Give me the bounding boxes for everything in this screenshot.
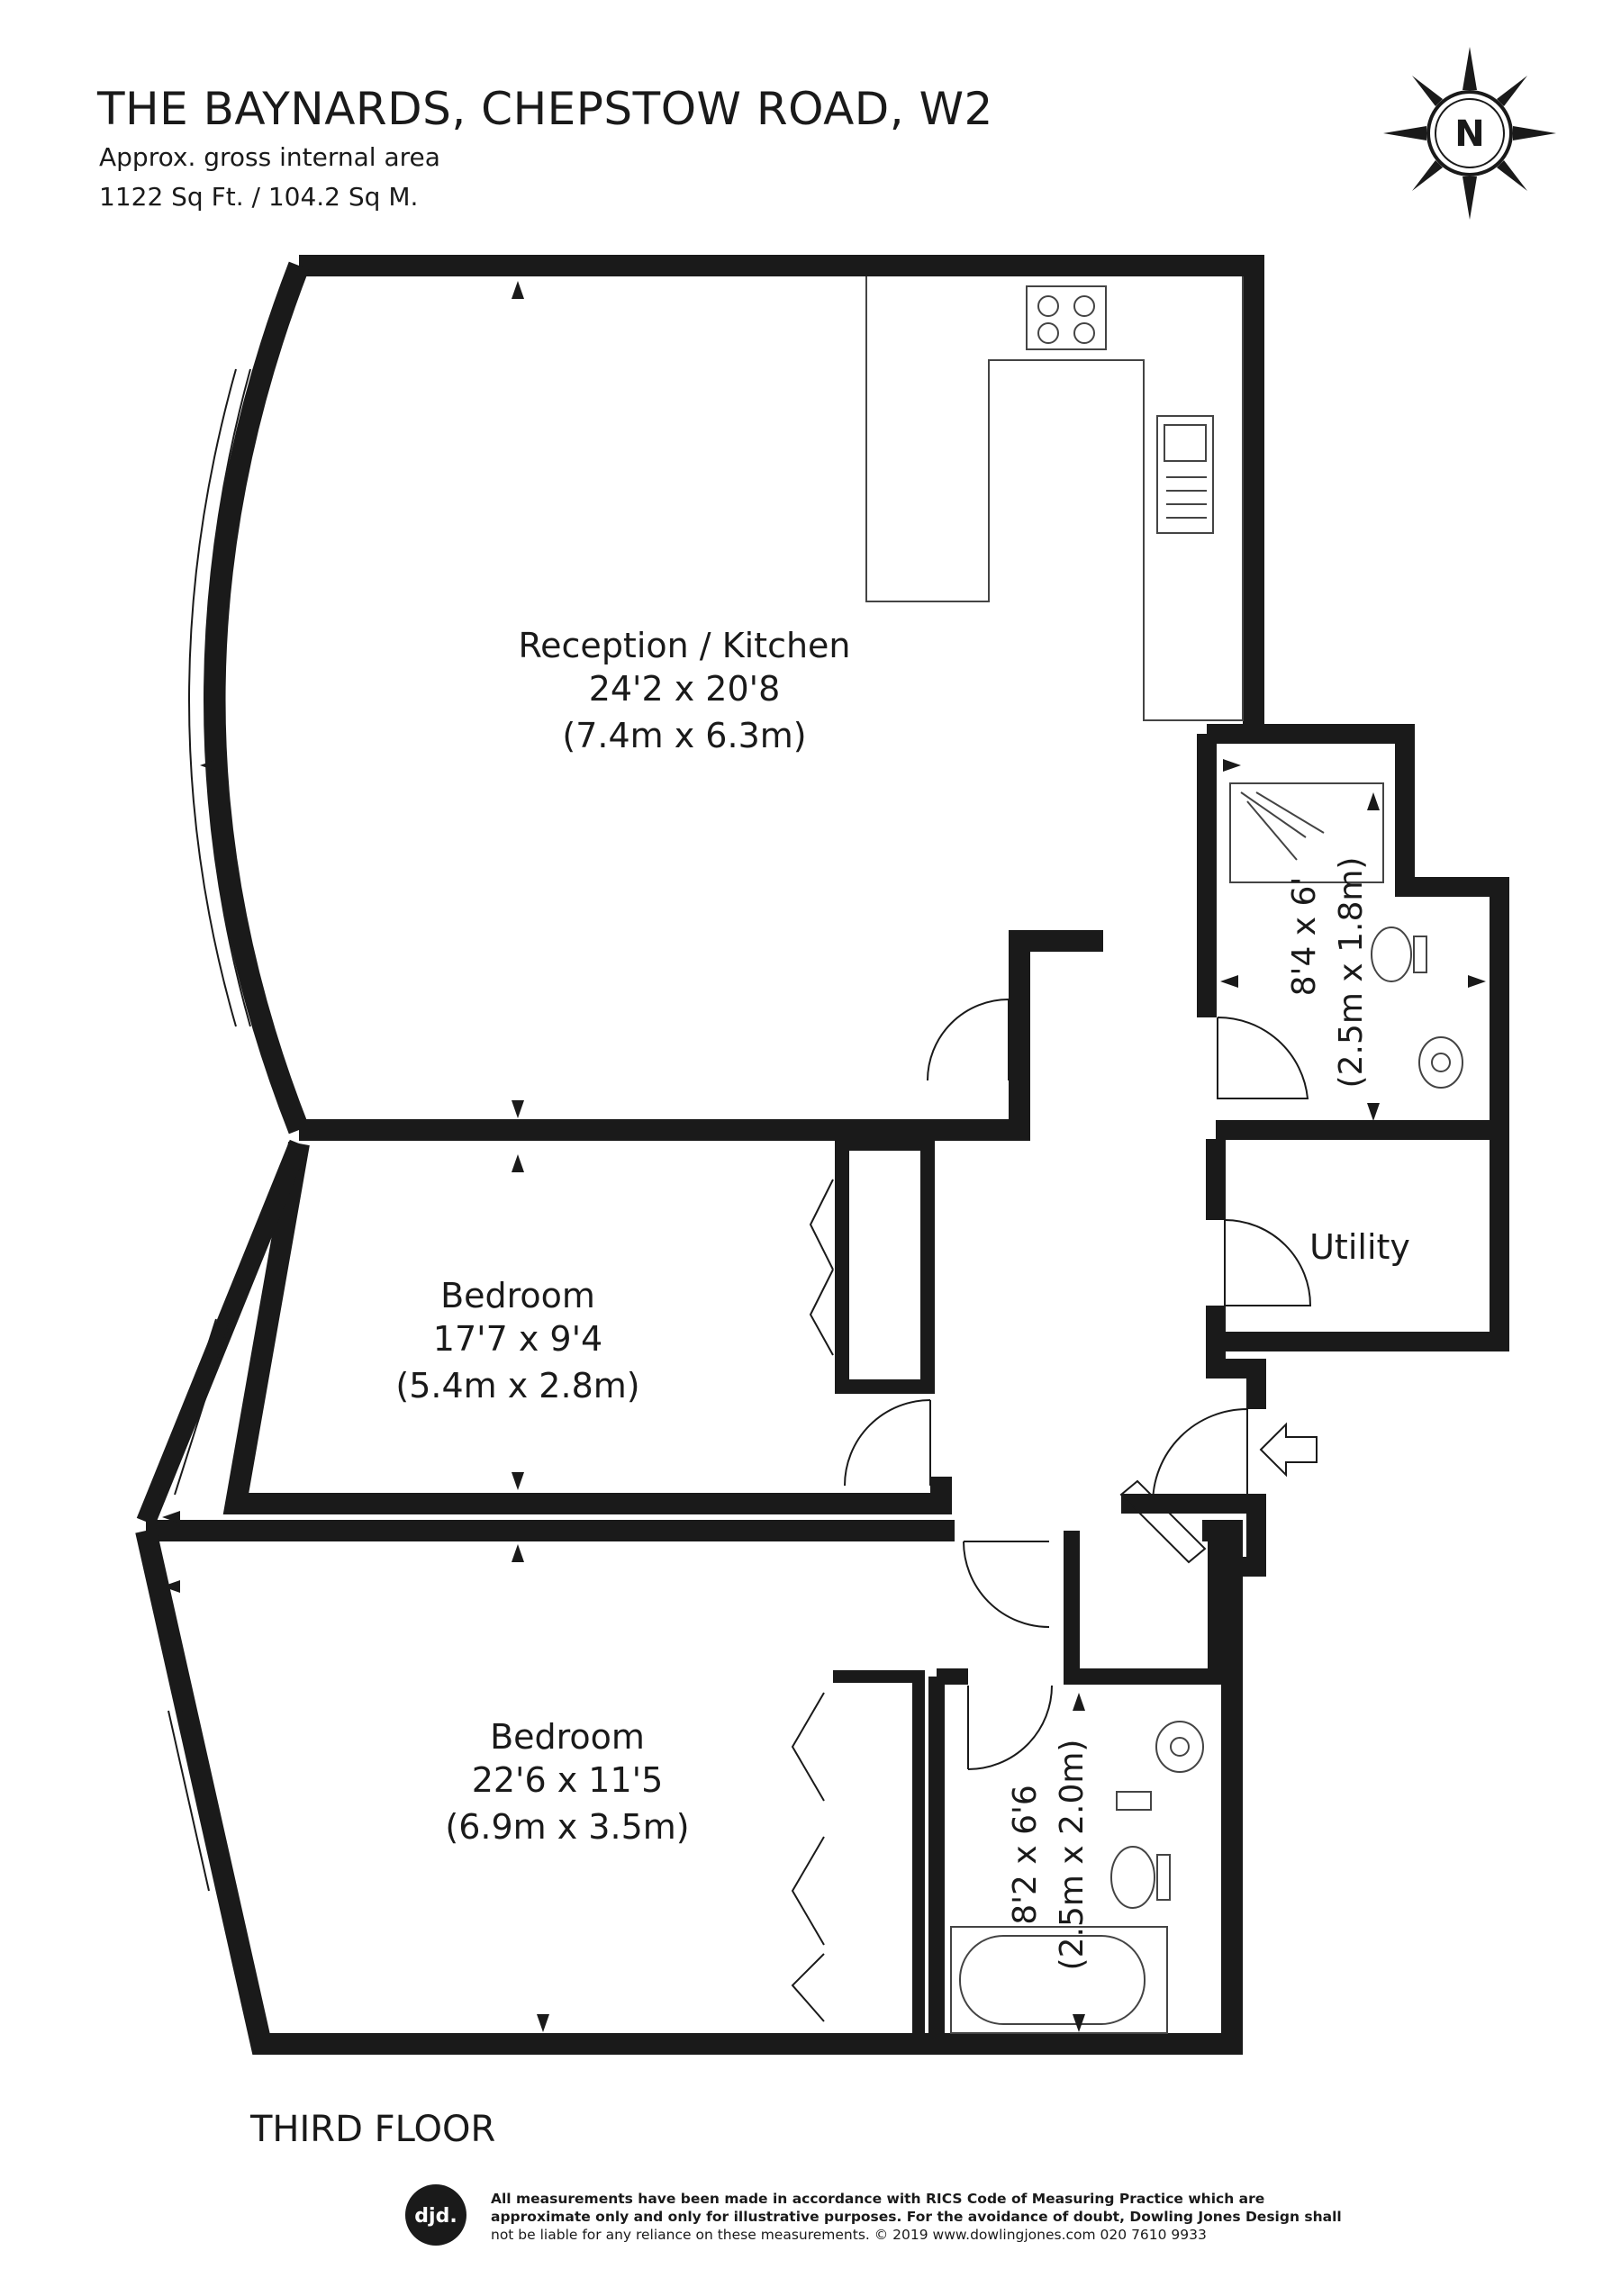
bedroom1-metric: (5.4m x 2.8m): [395, 1366, 639, 1406]
utility-wall: [1206, 1139, 1509, 1351]
reception-name: Reception / Kitchen: [518, 626, 850, 665]
reception-door-icon: [927, 999, 1010, 1081]
wardrobe1-doors-icon: [809, 1179, 834, 1356]
disclaimer: All measurements have been made in accor…: [491, 2190, 1517, 2244]
bedroom2-label: Bedroom 22'6 x 11'5 (6.9m x 3.5m): [445, 1717, 689, 1847]
toilet-icon: [1110, 1846, 1155, 1909]
compass-rose-icon: N: [1383, 47, 1556, 220]
bathroom-fixtures: [950, 1721, 1204, 2034]
hall-cupboard: [1064, 1531, 1224, 1685]
shower-tray-icon: [1229, 782, 1384, 883]
bedroom2-door-icon: [963, 1541, 1050, 1628]
reception-bay-wall: [204, 261, 310, 1134]
shower-door-icon: [1217, 1016, 1309, 1099]
bath-icon: [950, 1926, 1168, 2034]
bedroom1-window: [159, 1318, 217, 1496]
shower-room-fixtures: [1229, 782, 1463, 1089]
bedroom1-name: Bedroom: [440, 1276, 595, 1315]
entrance-arrow-icon: [1259, 1422, 1318, 1478]
bedroom1-window-inner: [174, 1318, 231, 1496]
property-title: THE BAYNARDS, CHEPSTOW ROAD, W2: [97, 83, 993, 135]
kitchen-units: [865, 276, 1244, 721]
bedroom2-imperial: 22'6 x 11'5: [472, 1760, 664, 1800]
reception-imperial: 24'2 x 20'8: [589, 669, 781, 709]
utility-name: Utility: [1309, 1227, 1410, 1267]
bedroom1-imperial: 17'7 x 9'4: [433, 1319, 602, 1359]
walls: [135, 255, 1509, 2055]
bedroom2-name: Bedroom: [490, 1717, 645, 1757]
shower-wall: [1207, 724, 1509, 1140]
entrance-wall: [1121, 1494, 1266, 1577]
reception-window: [188, 368, 237, 1027]
toilet-icon: [1371, 927, 1412, 982]
kitchen-counter: [865, 276, 1244, 721]
bedroom1-door-icon: [844, 1399, 931, 1487]
area-label: Approx. gross internal area: [99, 142, 440, 172]
bathroom-imperial: 8'2 x 6'6: [1007, 1785, 1044, 1925]
shower-imperial: 8'4 x 6': [1286, 877, 1323, 997]
shower-metric: (2.5m x 1.8m): [1333, 857, 1370, 1089]
floor-label: THIRD FLOOR: [250, 2109, 496, 2150]
wardrobe2-doors-icon: [791, 1692, 825, 2022]
bedroom2-window: [168, 1710, 210, 1892]
bedroom1-label: Bedroom 17'7 x 9'4 (5.4m x 2.8m): [395, 1276, 639, 1406]
disclaimer-line-2: approximate only and only for illustrati…: [491, 2209, 1342, 2225]
bedroom2-wardrobe: [833, 1670, 925, 2044]
disclaimer-line-3: not be liable for any reliance on these …: [491, 2227, 1207, 2243]
windows: [159, 368, 251, 1892]
bathroom-label: 8'2 x 6'6 (2.5m x 2.0m): [1007, 1740, 1091, 1971]
hob-icon: [1026, 285, 1107, 350]
basin-icon: [1418, 1036, 1463, 1089]
bedroom2-window-inner: [182, 1710, 224, 1892]
bathroom-metric: (2.5m x 2.0m): [1054, 1740, 1091, 1971]
doors: [791, 999, 1312, 2022]
bedroom2-metric: (6.9m x 3.5m): [445, 1807, 689, 1847]
bathroom-door-icon: [967, 1685, 1053, 1770]
compass-north-label: N: [1454, 113, 1484, 155]
reception-outer-wall: [299, 255, 1264, 734]
entrance-door-icon: [1152, 1408, 1248, 1505]
area-value: 1122 Sq Ft. / 104.2 Sq M.: [99, 182, 419, 212]
djd-logo: djd.: [405, 2184, 466, 2246]
logo-text: djd.: [414, 2205, 457, 2228]
basin-icon: [1155, 1721, 1204, 1773]
measurement-arrows: [162, 281, 1486, 2032]
shower-label: 8'4 x 6' (2.5m x 1.8m): [1286, 857, 1370, 1089]
reception-metric: (7.4m x 6.3m): [562, 716, 806, 755]
disclaimer-line-1: All measurements have been made in accor…: [491, 2191, 1265, 2207]
sink-icon: [1156, 415, 1214, 534]
reception-bottom-wall: [299, 930, 1103, 1141]
utility-door-icon: [1224, 1219, 1312, 1306]
reception-window-inner: [204, 368, 251, 1027]
bedroom1-wardrobe: [835, 1136, 935, 1394]
cupboard-door-icon: [1119, 1479, 1207, 1564]
reception-label: Reception / Kitchen 24'2 x 20'8 (7.4m x …: [518, 626, 850, 755]
